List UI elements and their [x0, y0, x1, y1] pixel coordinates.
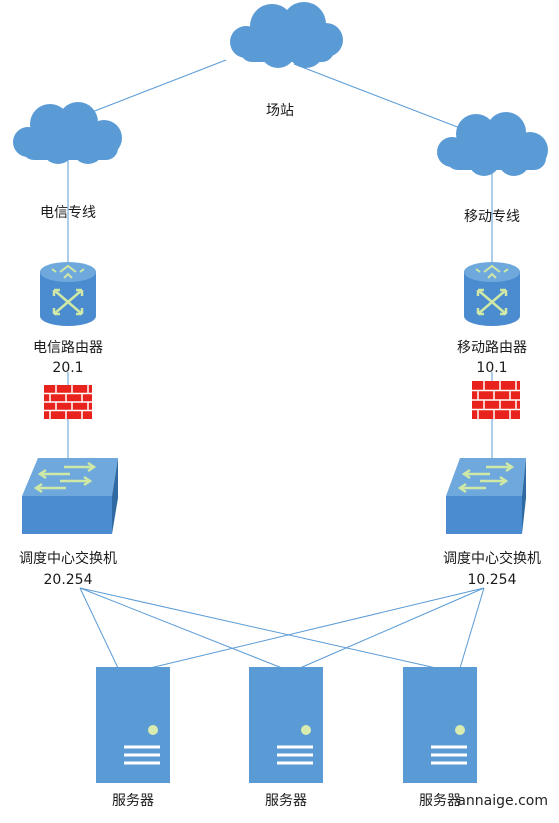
- server-icon: [249, 667, 323, 783]
- link-right-switch-server-3: [459, 587, 485, 669]
- link-topcloud-rightcloud: [293, 63, 461, 129]
- router-icon: [464, 262, 520, 326]
- server-icon: [403, 667, 477, 783]
- mobile-router-ip: 10.1: [476, 360, 507, 376]
- telecom-router-label: 电信路由器: [33, 340, 103, 356]
- links: [67, 59, 493, 669]
- left-switch-label: 调度中心交换机: [19, 550, 117, 567]
- switch-icon: [446, 458, 526, 534]
- server-icon: [96, 667, 170, 783]
- telecom-line-label: 电信专线: [40, 205, 96, 221]
- site-label: 场站: [266, 103, 294, 119]
- link-left-switch-server-1: [79, 587, 119, 669]
- cloud-icon: [230, 2, 343, 68]
- right-switch-label: 调度中心交换机: [443, 550, 541, 567]
- link-left-switch-server-3: [79, 587, 437, 669]
- firewall-icon: [44, 385, 92, 419]
- server-3-label: 服务器: [419, 793, 461, 809]
- server-2-label: 服务器: [265, 793, 307, 809]
- mobile-line-label: 移动专线: [464, 209, 520, 225]
- link-right-switch-server-1: [149, 587, 485, 669]
- router-icon: [40, 262, 96, 326]
- server-1-label: 服务器: [112, 793, 154, 809]
- switch-icon: [22, 458, 118, 534]
- link-topcloud-leftcloud: [91, 59, 227, 113]
- left-switch-ip: 20.254: [44, 572, 93, 588]
- telecom-router-ip: 20.1: [52, 360, 83, 376]
- right-switch-ip: 10.254: [468, 572, 517, 588]
- link-left-switch-server-2: [79, 587, 283, 669]
- cloud-icon: [437, 112, 548, 176]
- link-right-switch-server-2: [299, 587, 485, 669]
- watermark-label: annaige.com: [457, 793, 548, 809]
- firewall-icon: [472, 381, 520, 419]
- cloud-icon: [13, 102, 122, 164]
- mobile-router-label: 移动路由器: [457, 340, 527, 356]
